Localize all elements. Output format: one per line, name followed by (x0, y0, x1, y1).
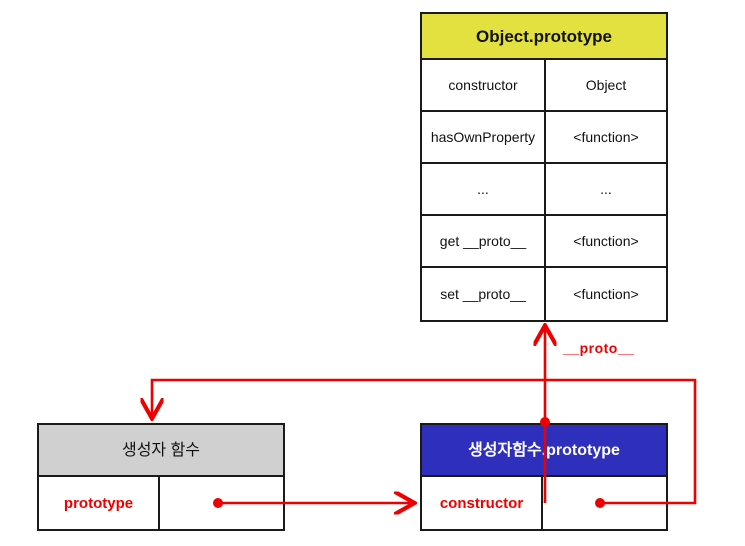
property-value: ... (600, 181, 612, 197)
table-row: ... ... (422, 164, 666, 216)
property-key: set __proto__ (422, 268, 546, 320)
table-row: prototype (39, 477, 283, 529)
constructor-prototype-box: 생성자함수.prototype constructor (420, 423, 668, 531)
constructor-box: 생성자 함수 prototype (37, 423, 285, 531)
table-row: constructor Object (422, 60, 666, 112)
table-row: set __proto__ <function> (422, 268, 666, 320)
constructor-prototype-constructor-key: constructor (422, 477, 543, 529)
property-key: ... (422, 164, 546, 214)
property-key: get __proto__ (422, 216, 546, 266)
object-prototype-table: Object.prototype constructor Object hasO… (420, 12, 668, 322)
property-value: <function> (573, 286, 639, 302)
property-value: <function> (573, 233, 639, 249)
constructor-prototype-constructor-value (543, 477, 666, 529)
table-row: hasOwnProperty <function> (422, 112, 666, 164)
property-value: <function> (573, 129, 639, 145)
property-key: constructor (422, 60, 546, 110)
constructor-box-prototype-value (160, 477, 283, 529)
table-row: constructor (422, 477, 666, 529)
object-prototype-header: Object.prototype (422, 14, 666, 60)
constructor-box-prototype-key: prototype (39, 477, 160, 529)
table-row: get __proto__ <function> (422, 216, 666, 268)
constructor-prototype-box-header: 생성자함수.prototype (422, 425, 666, 477)
constructor-box-header: 생성자 함수 (39, 425, 283, 477)
proto-edge-label: __proto__ (563, 340, 635, 356)
property-key: hasOwnProperty (422, 112, 546, 162)
property-value: Object (585, 77, 627, 93)
